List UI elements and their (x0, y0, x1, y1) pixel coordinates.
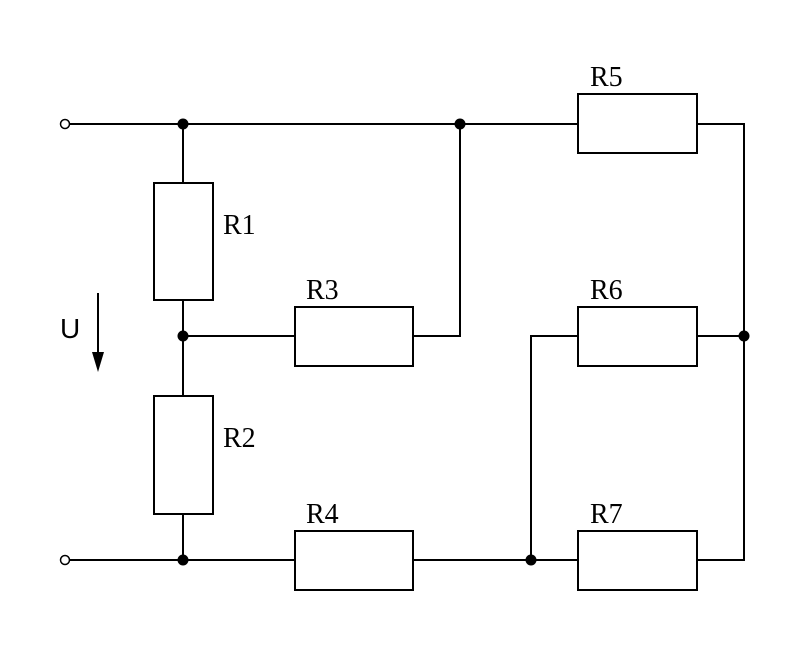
resistor-r3 (294, 306, 414, 367)
label-r7: R7 (590, 499, 623, 530)
label-r6: R6 (590, 275, 623, 306)
label-r2: R2 (223, 423, 256, 454)
voltage-arrow (92, 293, 104, 372)
resistor-r4 (294, 530, 414, 591)
voltage-label: U (60, 313, 80, 344)
junctions (177, 118, 750, 566)
label-r4: R4 (306, 499, 339, 530)
resistor-r5 (577, 93, 698, 154)
terminal-bottom (59, 554, 71, 566)
junction-bottom-left (177, 554, 189, 566)
label-r3: R3 (306, 275, 339, 306)
resistors (153, 93, 698, 591)
junction-right (738, 330, 750, 342)
terminals (59, 118, 71, 566)
junction-bottom-middle (525, 554, 537, 566)
resistor-r7 (577, 530, 698, 591)
resistor-labels: R1 R2 R3 R4 R5 R6 R7 (223, 62, 623, 530)
resistor-r6 (577, 306, 698, 367)
label-r1: R1 (223, 210, 256, 241)
resistor-r1 (153, 182, 214, 301)
junction-top-middle (454, 118, 466, 130)
terminal-top (59, 118, 71, 130)
label-r5: R5 (590, 62, 623, 93)
voltage-arrow-head (92, 352, 104, 372)
resistor-r2 (153, 395, 214, 515)
junction-mid-left (177, 330, 189, 342)
junction-top-left (177, 118, 189, 130)
